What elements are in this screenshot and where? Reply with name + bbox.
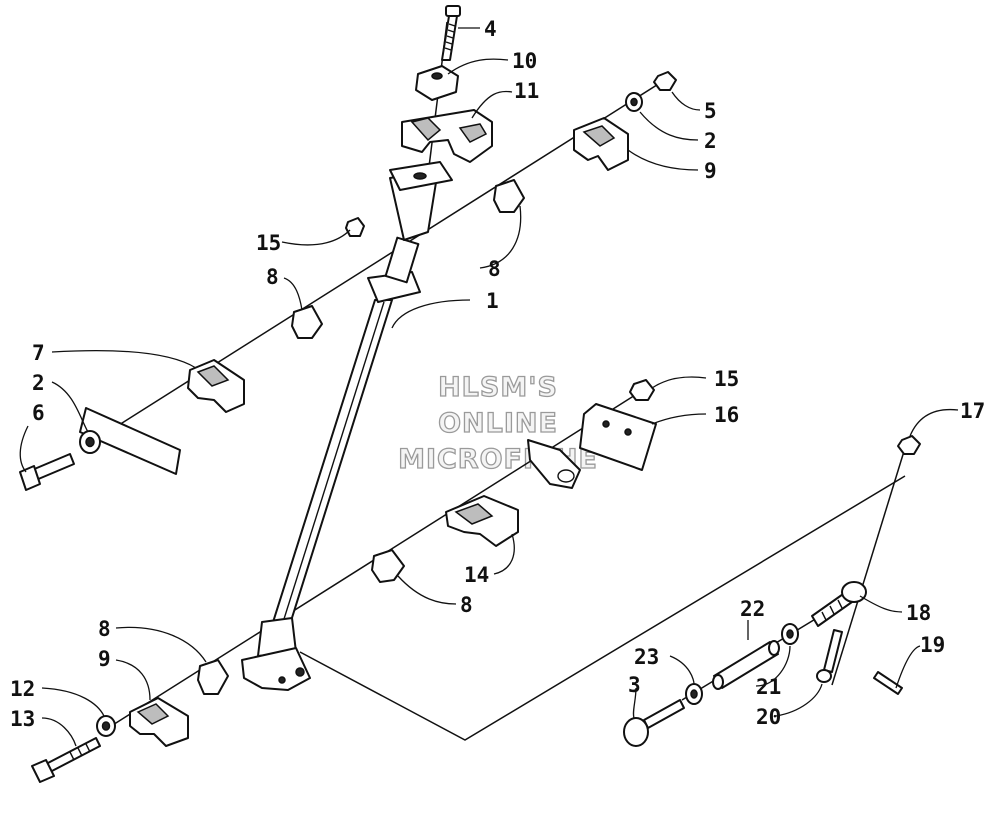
callout-1: 1	[486, 289, 499, 313]
callout-4: 4	[484, 17, 497, 41]
part-12-washer	[96, 715, 116, 737]
callout-9-upper: 9	[704, 159, 717, 183]
part-21-nut	[781, 623, 799, 645]
part-22-tube	[712, 640, 780, 690]
callout-16: 16	[714, 403, 739, 427]
part-14-block	[445, 495, 519, 547]
part-6-bolt	[19, 453, 75, 491]
part-17-nut	[897, 435, 921, 455]
callout-6: 6	[32, 401, 45, 425]
part-2-washer-upper	[625, 92, 643, 112]
part-8-bushing-upper-right	[493, 179, 525, 213]
part-10-cap	[415, 65, 459, 101]
steering-post-shaft	[267, 299, 393, 641]
link-tab	[527, 439, 581, 489]
leader-lines	[19, 27, 959, 747]
part-5-nut	[653, 71, 677, 91]
callout-20: 20	[756, 705, 781, 729]
callout-8-lower-right: 8	[460, 593, 473, 617]
part-8-bushing-lower-right	[371, 549, 405, 583]
part-15-nut-upper	[345, 217, 365, 237]
part-2-washer-left	[79, 430, 101, 454]
tie-rod-bolt-line	[831, 447, 906, 686]
callout-11: 11	[514, 79, 539, 103]
callout-22: 22	[740, 597, 765, 621]
post-bushing	[384, 236, 420, 284]
part-11-block	[401, 109, 493, 163]
callout-8-lower-left: 8	[98, 617, 111, 641]
steering-arm-hole	[295, 667, 305, 677]
left-bracket	[79, 407, 181, 475]
callout-15-upper: 15	[256, 231, 281, 255]
watermark-line-2: ONLINE	[438, 408, 558, 439]
part-9-clamp-lower	[129, 697, 189, 747]
callout-9-lower: 9	[98, 647, 111, 671]
callout-10: 10	[512, 49, 537, 73]
part-9-clamp-upper	[573, 117, 629, 171]
callout-19: 19	[920, 633, 945, 657]
part-20-bolt	[816, 629, 843, 683]
callout-8-upper-left: 8	[266, 265, 279, 289]
tie-rod-assembly-line	[299, 475, 906, 741]
callout-8-upper-right: 8	[488, 257, 501, 281]
callout-2-left: 2	[32, 371, 45, 395]
watermark-line-1: HLSM'S	[438, 372, 558, 403]
part-7-block	[187, 359, 245, 413]
bracket-hole	[413, 172, 427, 180]
part-8-bushing-lower-left	[197, 659, 229, 695]
callout-17: 17	[960, 399, 985, 423]
callout-numbers: 4 10 11 5 2 9 15 8 8 1 7 2 6 15 16 17 14…	[10, 17, 985, 731]
callout-5: 5	[704, 99, 717, 123]
part-8-bushing-upper-left	[291, 305, 323, 339]
callout-3: 3	[628, 673, 641, 697]
part-3-tie-rod-end	[623, 699, 685, 747]
part-13-bolt	[31, 737, 101, 783]
part-15-nut-lower	[629, 379, 655, 401]
steering-arm	[241, 647, 311, 691]
callout-15-lower: 15	[714, 367, 739, 391]
callout-12: 12	[10, 677, 35, 701]
callout-14: 14	[464, 563, 489, 587]
callout-23: 23	[634, 645, 659, 669]
part-4-bolt	[441, 5, 461, 61]
part-19-cotter-pin	[873, 671, 903, 695]
callout-7: 7	[32, 341, 45, 365]
upper-assembly-line	[91, 82, 661, 443]
callout-13: 13	[10, 707, 35, 731]
callout-18: 18	[906, 601, 931, 625]
steering-post	[241, 161, 453, 691]
callout-2-upper: 2	[704, 129, 717, 153]
part-23-washer	[685, 683, 703, 705]
part-16-plate	[579, 403, 657, 471]
callout-21: 21	[756, 675, 781, 699]
part-18-tie-rod-end	[811, 581, 867, 627]
